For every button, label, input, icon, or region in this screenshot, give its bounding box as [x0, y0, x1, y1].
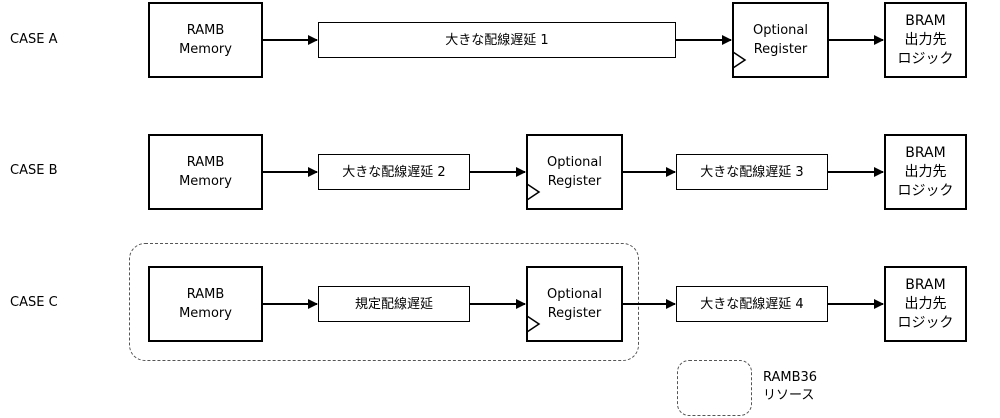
case-c-delay-before-label: 規定配線遅延	[354, 296, 433, 312]
case-c-delay-after-label: 大きな配線遅延 4	[700, 296, 804, 312]
case-c-bram-output-logic: BRAM 出力先 ロジック	[884, 266, 967, 342]
case-a-bram-output-logic: BRAM 出力先 ロジック	[884, 2, 967, 78]
case-a-label: CASE A	[10, 32, 58, 47]
case-a-register-clock-icon	[732, 51, 747, 69]
case-a-register-label: Optional Register	[753, 23, 808, 57]
case-a-routing-delay: 大きな配線遅延 1	[318, 22, 676, 58]
case-c-routing-delay-before: 規定配線遅延	[318, 286, 470, 322]
case-c-optional-register: Optional Register	[526, 266, 623, 342]
case-b-routing-delay-before: 大きな配線遅延 2	[318, 154, 470, 190]
case-b-memory-label: RAMB Memory	[179, 155, 232, 189]
case-b-delay-after-label: 大きな配線遅延 3	[700, 164, 804, 180]
case-b-delay-before-label: 大きな配線遅延 2	[342, 164, 446, 180]
case-c-output-label: BRAM 出力先 ロジック	[897, 276, 954, 331]
case-a-memory-label: RAMB Memory	[179, 23, 232, 57]
case-b-register-label: Optional Register	[547, 155, 602, 189]
case-a-delay-label: 大きな配線遅延 1	[445, 32, 549, 48]
case-c-ramb36-resource-boundary	[129, 243, 639, 361]
case-c-memory-block: RAMB Memory	[148, 266, 263, 342]
case-c-memory-label: RAMB Memory	[179, 287, 232, 321]
case-c-routing-delay-after: 大きな配線遅延 4	[676, 286, 828, 322]
case-b-label: CASE B	[10, 163, 58, 178]
legend-dashed-swatch	[677, 360, 752, 416]
case-b-memory-block: RAMB Memory	[148, 134, 263, 210]
case-b-register-clock-icon	[526, 183, 541, 201]
case-c-label: CASE C	[10, 295, 58, 310]
case-a-output-label: BRAM 出力先 ロジック	[897, 12, 954, 67]
case-b-output-label: BRAM 出力先 ロジック	[897, 144, 954, 199]
case-a-optional-register: Optional Register	[732, 2, 829, 78]
case-b-bram-output-logic: BRAM 出力先 ロジック	[884, 134, 967, 210]
case-b-optional-register: Optional Register	[526, 134, 623, 210]
legend-label: RAMB36 リソース	[763, 370, 818, 403]
case-c-register-label: Optional Register	[547, 287, 602, 321]
case-b-routing-delay-after: 大きな配線遅延 3	[676, 154, 828, 190]
case-c-register-clock-icon	[526, 315, 541, 333]
case-a-memory-block: RAMB Memory	[148, 2, 263, 78]
